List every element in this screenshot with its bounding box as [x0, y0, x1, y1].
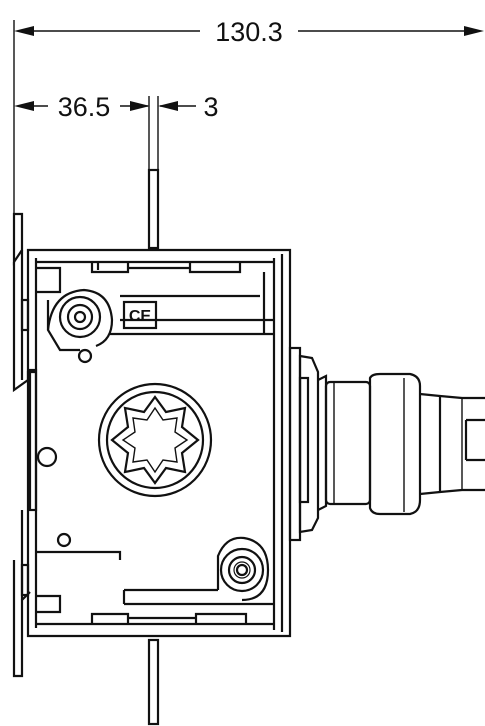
din-rail-clip: [12, 212, 36, 678]
mounting-plate: [147, 168, 160, 726]
star-drive: [97, 382, 213, 498]
ce-mark: CE: [122, 300, 158, 330]
ce-mark-label: CE: [129, 308, 152, 325]
overall-width-label: 130.3: [215, 17, 283, 47]
round-hole: [36, 446, 58, 468]
lower-terminal-screw: [216, 536, 270, 602]
upper-terminal-screw: [46, 288, 114, 364]
dimension-offset: 36.5 3: [14, 92, 219, 250]
actuator-knob: [288, 346, 485, 542]
housing-body: [26, 248, 292, 638]
plate-thickness-label: 3: [203, 92, 218, 122]
dimension-overall-width: 130.3: [13, 17, 484, 220]
front-offset-label: 36.5: [58, 92, 111, 122]
small-hole: [56, 532, 72, 548]
